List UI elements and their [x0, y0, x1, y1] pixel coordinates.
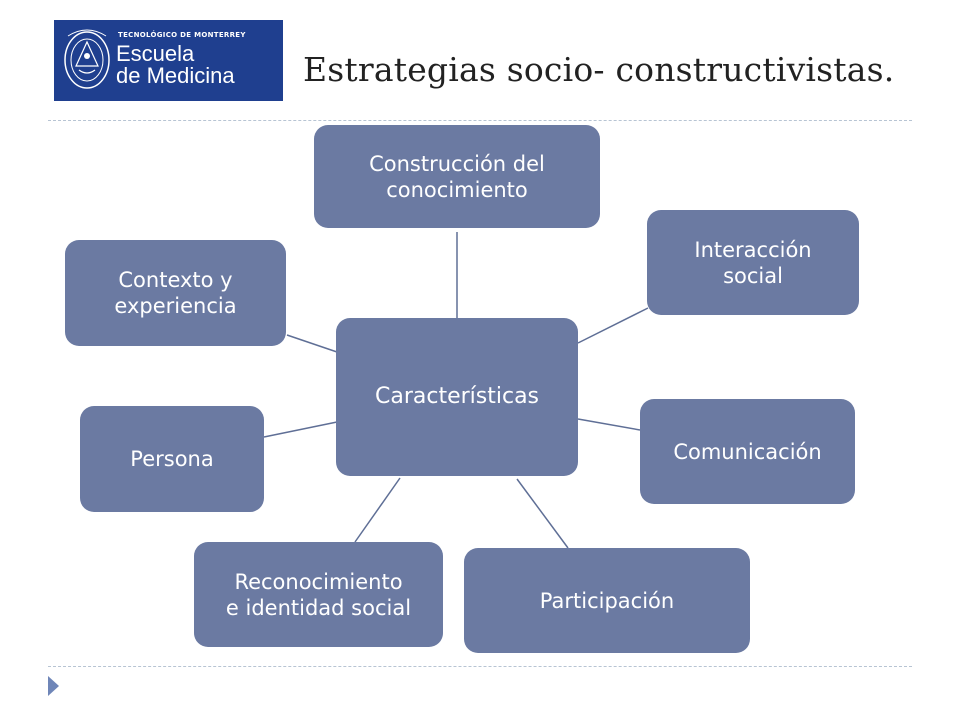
node-comunicacion: Comunicación	[640, 399, 855, 504]
node-label: Construcción del conocimiento	[369, 151, 545, 202]
node-participacion: Participación	[464, 548, 750, 653]
connector-persona	[263, 421, 338, 438]
node-interaccion-social: Interacción social	[647, 210, 859, 315]
logo-school-line2: de Medicina	[116, 63, 235, 88]
node-persona: Persona	[80, 406, 264, 512]
slide-title: Estrategias socio- constructivistas.	[303, 50, 895, 89]
school-logo: TECNOLÓGICO DE MONTERREY Escuela de Medi…	[54, 20, 283, 101]
node-label: Persona	[130, 447, 214, 471]
logo-institution-label: TECNOLÓGICO DE MONTERREY	[118, 31, 246, 39]
connector-participacion	[516, 478, 569, 549]
seal-icon	[64, 29, 110, 89]
node-caracteristicas: Características	[336, 318, 578, 476]
node-label: Interacción social	[694, 237, 812, 288]
top-divider	[48, 120, 912, 121]
node-label: Reconocimiento e identidad social	[225, 569, 412, 620]
connector-reconocimiento	[354, 477, 401, 543]
node-construccion-conocimiento: Construcción del conocimiento	[314, 125, 600, 228]
node-reconocimiento-identidad: Reconocimiento e identidad social	[194, 542, 443, 647]
node-contexto-experiencia: Contexto y experiencia	[65, 240, 286, 346]
node-label: Participación	[539, 588, 675, 613]
connector-interaccion	[577, 307, 649, 344]
logo-school-line1: Escuela	[116, 41, 195, 66]
connector-comunicacion	[577, 418, 641, 431]
bottom-divider	[48, 666, 912, 667]
center-label: Características	[374, 384, 540, 409]
node-label: Contexto y experiencia	[114, 268, 237, 318]
connector-contexto	[286, 334, 338, 353]
node-label: Comunicación	[673, 439, 822, 464]
slide-nav-arrow-icon	[48, 676, 59, 696]
